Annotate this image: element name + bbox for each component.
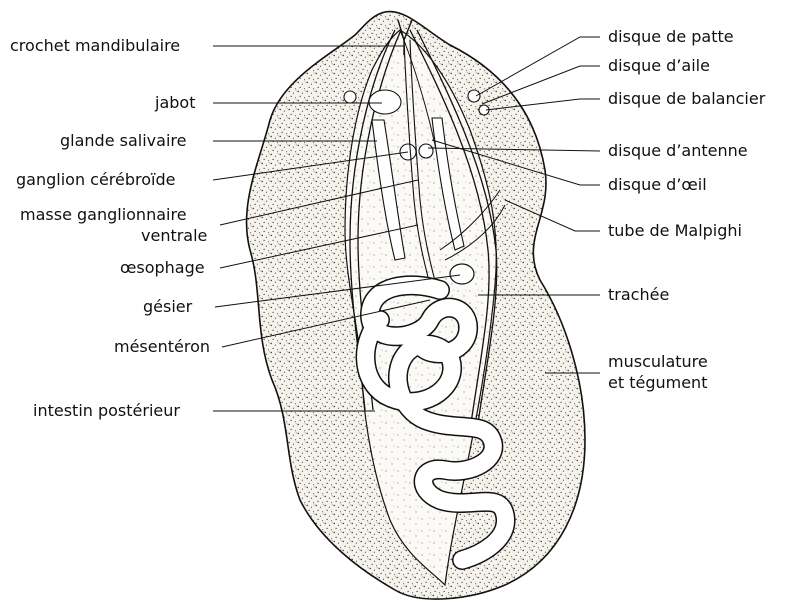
gizzard: [450, 264, 474, 284]
label-tube-de-malpighi: tube de Malpighi: [608, 221, 742, 240]
label-intestin-posterieur: intestin postérieur: [33, 401, 180, 420]
label-ganglion-cerebroide: ganglion cérébroïde: [16, 170, 176, 189]
label-trachee: trachée: [608, 285, 669, 304]
label-masse-ganglionnaire: masse ganglionnaire: [20, 205, 187, 224]
label-musculature: musculature: [608, 352, 708, 371]
label-disque-d-oeil: disque d’œil: [608, 175, 707, 194]
label-glande-salivaire: glande salivaire: [60, 131, 186, 150]
label-disque-d-antenne: disque d’antenne: [608, 141, 748, 160]
label-masse-ganglionnaire-ventrale: ventrale: [141, 226, 207, 245]
label-crochet-mandibulaire: crochet mandibulaire: [10, 36, 180, 55]
label-disque-d-aile: disque d’aile: [608, 56, 710, 75]
label-disque-de-balancier: disque de balancier: [608, 89, 765, 108]
label-mesenteron: mésentéron: [114, 337, 210, 356]
label-jabot: jabot: [155, 93, 195, 112]
label-gesier: gésier: [143, 297, 192, 316]
label-disque-de-patte: disque de patte: [608, 27, 734, 46]
label-et-tegument: et tégument: [608, 373, 707, 392]
crop: [369, 90, 401, 114]
label-oesophage: œsophage: [120, 258, 205, 277]
